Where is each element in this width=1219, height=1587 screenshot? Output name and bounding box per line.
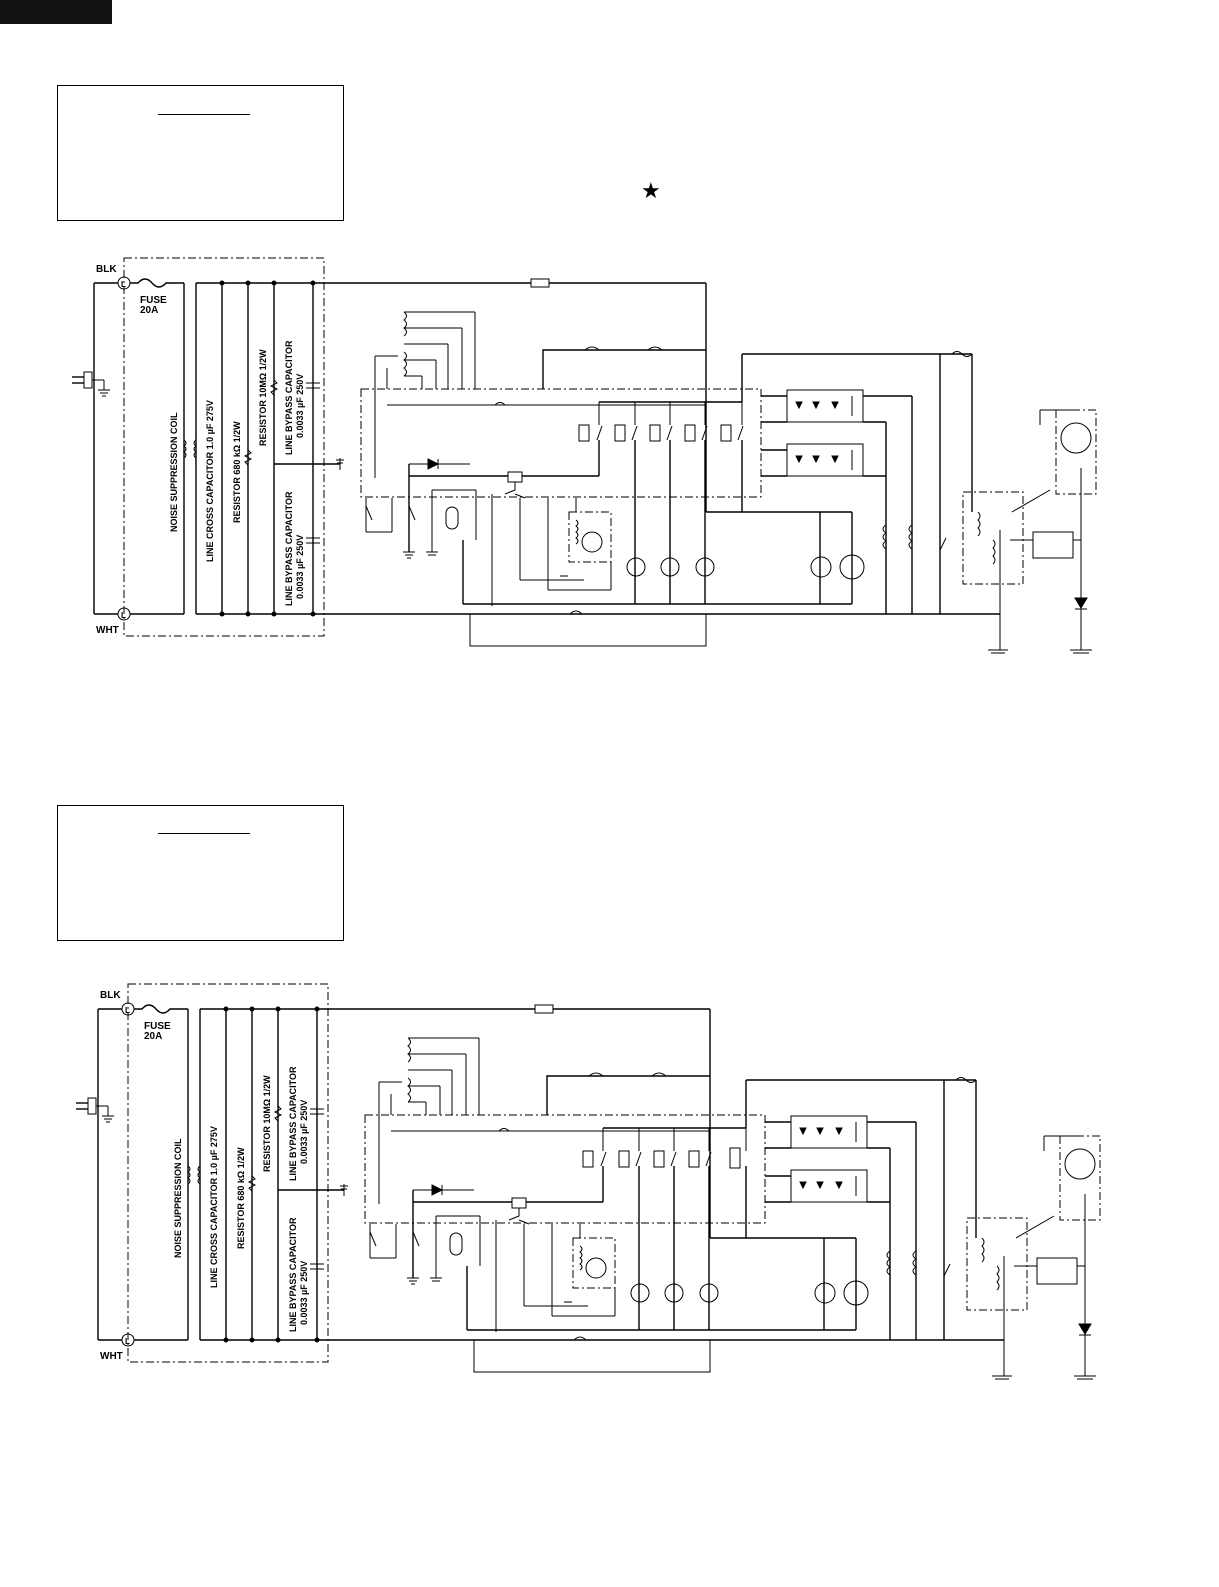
label-terminal-bottom: L (125, 1337, 130, 1346)
stirrer-motor-icon (843, 1280, 869, 1306)
label-terminal-bottom: L (121, 611, 126, 620)
label-resistor-10m: RESISTOR 10MΩ 1/2W (258, 349, 268, 446)
triac-board-2 (790, 1169, 868, 1203)
motor-enclosure (568, 511, 612, 563)
triac-board-2 (786, 443, 864, 477)
thermistor (449, 1232, 463, 1256)
power-plug-icon (76, 1097, 114, 1123)
label-fuse: FUSE (144, 1021, 171, 1032)
motor-enclosure (572, 1237, 616, 1289)
corner-tab (0, 0, 112, 24)
label-bypass-cap-bottom-value: 0.0033 µF 250V (295, 535, 305, 599)
label-wht: WHT (96, 625, 119, 636)
schematic-top: BLK WHT L L FUSE 20A NOISE SUPPRESSION C… (72, 257, 1097, 654)
fuse-symbol (130, 278, 184, 288)
triac-board-1 (790, 1115, 868, 1149)
fuse-symbol (134, 1004, 188, 1014)
schematic-bottom: BLK WHT L L FUSE 20A NOISE SUPPRESSION C… (76, 983, 1101, 1380)
label-fuse-rating: 20A (140, 305, 158, 316)
label-bypass-cap-bottom: LINE BYPASS CAPACITOR (284, 491, 294, 606)
fan-motor-icon (814, 1282, 836, 1304)
lamp-load-2 (660, 557, 680, 577)
transformer-icon (378, 1037, 480, 1115)
label-blk: BLK (96, 264, 117, 275)
heater-element-1 (886, 1250, 891, 1276)
label-resistor-680k: RESISTOR 680 kΩ 1/2W (232, 421, 242, 523)
stirrer-motor-icon (839, 554, 865, 580)
lamp-load-3 (695, 557, 715, 577)
door-switch-actuator (507, 471, 523, 483)
hv-diode (1074, 597, 1088, 609)
lamp-load-3 (699, 1283, 719, 1303)
label-blk: BLK (100, 990, 121, 1001)
lamp-load-2 (664, 1283, 684, 1303)
relay-bank (578, 402, 744, 442)
fan-motor-icon (810, 556, 832, 578)
label-bypass-cap-top-value: 0.0033 µF 250V (295, 374, 305, 438)
label-fuse-rating: 20A (144, 1031, 162, 1042)
heater-element-2 (908, 524, 913, 550)
control-unit-enclosure (360, 388, 762, 498)
turntable-motor-icon (585, 1257, 607, 1279)
label-resistor-10m: RESISTOR 10MΩ 1/2W (262, 1075, 272, 1172)
triac-board-1 (786, 389, 864, 423)
label-bypass-cap-top: LINE BYPASS CAPACITOR (284, 340, 294, 455)
relay-bank (582, 1128, 747, 1169)
magnetron-icon (1060, 422, 1092, 454)
label-line-cross-cap: LINE CROSS CAPACITOR 1.0 µF 275V (205, 400, 215, 562)
hv-capacitor (1036, 1257, 1078, 1285)
thermal-cutoff (530, 278, 550, 288)
label-resistor-680k: RESISTOR 680 kΩ 1/2W (236, 1147, 246, 1249)
label-fuse: FUSE (140, 295, 167, 306)
label-noise-coil: NOISE SUPPRESSION COIL (173, 1138, 183, 1258)
label-bypass-cap-top-value: 0.0033 µF 250V (299, 1100, 309, 1164)
noise-filter-enclosure (123, 257, 325, 637)
label-line-cross-cap: LINE CROSS CAPACITOR 1.0 µF 275V (209, 1126, 219, 1288)
hv-transformer-enclosure (962, 491, 1024, 585)
hv-capacitor (1032, 531, 1074, 559)
hv-diode (1078, 1323, 1092, 1335)
heater-element-1 (882, 524, 887, 550)
hv-transformer-enclosure (966, 1217, 1028, 1311)
note-box-rule (158, 833, 250, 834)
label-bypass-cap-bottom: LINE BYPASS CAPACITOR (288, 1217, 298, 1332)
star-mark: ★ (641, 178, 661, 203)
schematic-body (76, 983, 1101, 1380)
door-switch-actuator (511, 1197, 527, 1209)
schematic-body (72, 257, 1097, 654)
label-bypass-cap-top: LINE BYPASS CAPACITOR (288, 1066, 298, 1181)
label-bypass-cap-bottom-value: 0.0033 µF 250V (299, 1261, 309, 1325)
note-box-top (57, 85, 344, 221)
magnetron-icon (1064, 1148, 1096, 1180)
control-unit-enclosure (364, 1114, 766, 1224)
label-terminal-top: L (121, 280, 126, 289)
label-noise-coil: NOISE SUPPRESSION COIL (169, 412, 179, 532)
turntable-motor-icon (581, 531, 603, 553)
label-terminal-top: L (125, 1006, 130, 1015)
thermistor (445, 506, 459, 530)
noise-filter-enclosure (127, 983, 329, 1363)
note-box-bottom (57, 805, 344, 941)
note-box-rule (158, 114, 250, 115)
power-plug-icon (72, 371, 110, 397)
lamp-load-1 (626, 557, 646, 577)
heater-element-2 (912, 1250, 917, 1276)
lamp-load-1 (630, 1283, 650, 1303)
transformer-icon (374, 311, 476, 389)
thermal-cutoff (534, 1004, 554, 1014)
label-wht: WHT (100, 1351, 123, 1362)
